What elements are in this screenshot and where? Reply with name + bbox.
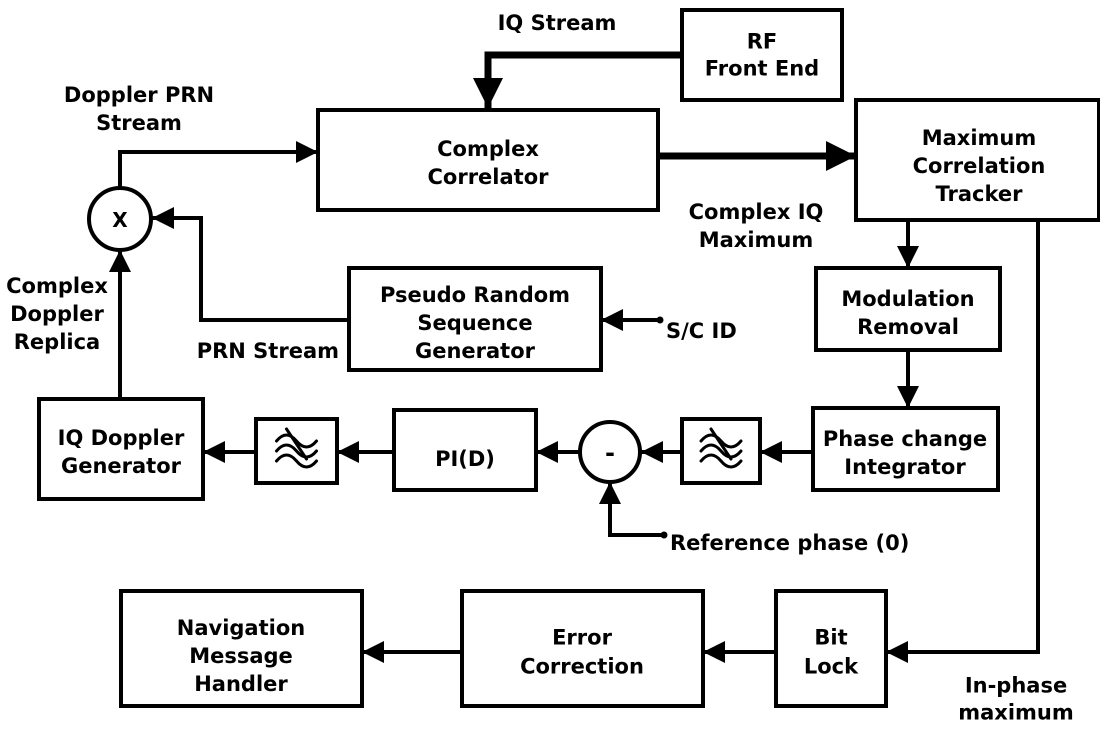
pid-label-line: PI(D)	[435, 447, 495, 471]
subtractor-label: -	[605, 439, 615, 467]
subtractor-circle	[578, 420, 642, 484]
pid-label: PI(D)	[435, 447, 495, 471]
bit-lock-block	[774, 589, 888, 708]
bit-lock-label-line: Lock	[804, 655, 859, 679]
complex-correlator-label-line: Complex	[437, 137, 539, 161]
complex-correlator-block	[316, 108, 660, 212]
inphase-maximum-annotation-line: maximum	[958, 701, 1074, 725]
multiplier-label: X	[112, 208, 128, 232]
sc-id-annotation-line: S/C ID	[666, 319, 737, 343]
max-correlation-tracker-label-line: Tracker	[936, 182, 1024, 206]
inphase-maximum-annotation: In-phase maximum	[958, 674, 1074, 725]
nav-message-handler-block	[119, 589, 364, 708]
bit-lock-label-line: Bit	[814, 626, 847, 650]
doppler-prn-stream-annotation: Doppler PRN Stream	[64, 83, 214, 135]
prn-stream-arrow	[152, 207, 349, 322]
error-correction-label-line: Error	[552, 626, 612, 650]
max-correlation-tracker-block	[854, 98, 1100, 222]
reference-phase-arrow	[599, 482, 664, 537]
error-correction-block	[460, 589, 705, 708]
lowpass-filter-icon	[275, 427, 318, 469]
iq-stream-annotation: IQ Stream	[498, 11, 617, 35]
prn-stream-annotation-line: PRN Stream	[197, 339, 339, 363]
complex-doppler-replica-annotation-line: Complex	[6, 274, 108, 298]
complex-correlator-label-line: Correlator	[428, 165, 550, 189]
complex-iq-maximum-annotation: Complex IQ Maximum	[689, 200, 824, 252]
doppler-prn-stream-annotation-line: Doppler PRN	[64, 83, 214, 107]
iq-doppler-generator-label-line: IQ Doppler	[58, 426, 185, 450]
iq-stream-annotation-line: IQ Stream	[498, 11, 617, 35]
complex-iq-maximum-annotation-line: Maximum	[699, 228, 814, 252]
complex-doppler-replica-annotation-line: Replica	[14, 330, 100, 354]
inphase-maximum-arrow	[886, 220, 1040, 663]
rf-front-end-block	[680, 8, 844, 102]
max-correlation-tracker-label-line: Maximum	[922, 126, 1037, 150]
rf-front-end-label: RF Front End	[705, 30, 819, 81]
multiplier-circle	[87, 186, 153, 252]
doppler-prn-stream-annotation-line: Stream	[96, 111, 182, 135]
prn-generator-label-line: Generator	[415, 339, 536, 363]
phase-change-integrator-label-line: Integrator	[844, 455, 966, 479]
modulation-removal-block	[814, 266, 1002, 352]
nav-message-handler-label-line: Navigation	[177, 616, 305, 640]
modulation-removal-label-line: Removal	[857, 315, 959, 339]
complex-doppler-replica-annotation-line: Doppler	[10, 302, 104, 326]
reference-phase-annotation-line: Reference phase (0)	[670, 531, 909, 555]
prn-generator-block	[347, 266, 603, 372]
prn-stream-annotation: PRN Stream	[197, 339, 339, 363]
lowpass-filter-icon	[699, 427, 743, 469]
modulation-removal-label-line: Modulation	[841, 287, 974, 311]
inphase-maximum-annotation-line: In-phase	[965, 674, 1067, 698]
rf-front-end-label-line: RF	[747, 30, 778, 54]
pid-block	[392, 408, 538, 492]
max-correlation-tracker-label-line: Correlation	[913, 154, 1046, 178]
prn-generator-label-line: Pseudo Random	[380, 283, 570, 307]
error-correction-label-line: Correction	[520, 655, 644, 679]
iq-doppler-generator-block	[37, 397, 205, 501]
phase-change-integrator-label-line: Phase change	[823, 427, 987, 451]
prn-generator-label-line: Sequence	[417, 311, 532, 335]
complex-iq-maximum-annotation-line: Complex IQ	[689, 200, 824, 224]
reference-phase-annotation: Reference phase (0)	[670, 531, 909, 555]
nav-message-handler-label-line: Handler	[194, 672, 288, 696]
connectors	[109, 51, 1040, 663]
sc-id-annotation: S/C ID	[666, 319, 737, 343]
phase-change-integrator-block	[811, 406, 1000, 492]
iq-doppler-generator-label-line: Generator	[61, 454, 182, 478]
nav-message-handler-label-line: Message	[189, 644, 293, 668]
rf-front-end-label-line: Front End	[705, 57, 819, 81]
doppler-prn-stream-arrow	[118, 141, 318, 188]
iq-stream-arrow	[473, 51, 682, 108]
